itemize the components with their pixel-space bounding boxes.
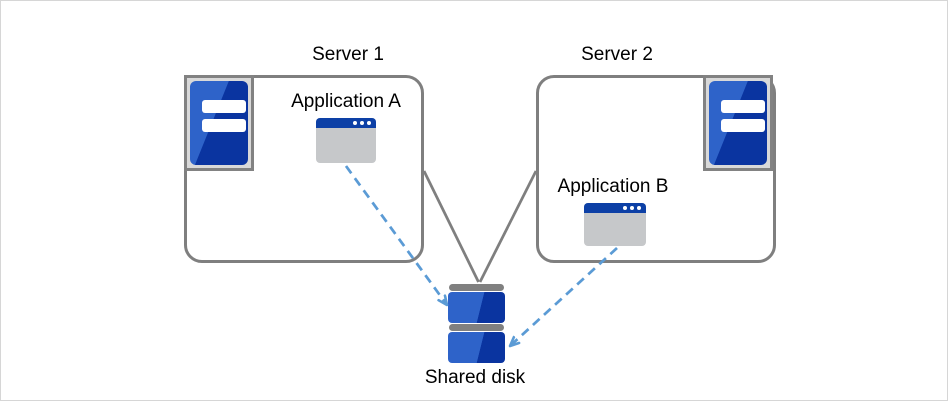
application-a-window-icon bbox=[316, 118, 376, 163]
window-dot-icon bbox=[353, 121, 357, 125]
disk-cap bbox=[449, 284, 504, 291]
disk-unit bbox=[448, 332, 505, 363]
window-dot-icon bbox=[623, 206, 627, 210]
server1-to-disk-line bbox=[422, 170, 480, 283]
shared-disk-label: Shared disk bbox=[424, 367, 526, 388]
server-chassis bbox=[709, 81, 767, 165]
disk-unit bbox=[448, 292, 505, 323]
server2-server-icon bbox=[703, 75, 773, 171]
shared-disk-icon bbox=[448, 284, 505, 363]
window-titlebar bbox=[316, 118, 376, 128]
server2-title: Server 2 bbox=[581, 44, 653, 65]
server-drive-slot bbox=[721, 100, 765, 113]
server1-server-icon bbox=[184, 75, 254, 171]
application-a-label: Application A bbox=[291, 91, 401, 112]
application-b-window-icon bbox=[584, 203, 646, 246]
window-dot-icon bbox=[360, 121, 364, 125]
server1-title: Server 1 bbox=[312, 44, 384, 65]
application-b-label: Application B bbox=[557, 176, 669, 197]
disk-cap bbox=[449, 324, 504, 331]
server-chassis bbox=[190, 81, 248, 165]
server-drive-slot bbox=[202, 100, 246, 113]
window-dot-icon bbox=[637, 206, 641, 210]
window-titlebar bbox=[584, 203, 646, 213]
window-dot-icon bbox=[367, 121, 371, 125]
window-dot-icon bbox=[630, 206, 634, 210]
server-drive-slot bbox=[202, 119, 246, 132]
server-drive-slot bbox=[721, 119, 765, 132]
